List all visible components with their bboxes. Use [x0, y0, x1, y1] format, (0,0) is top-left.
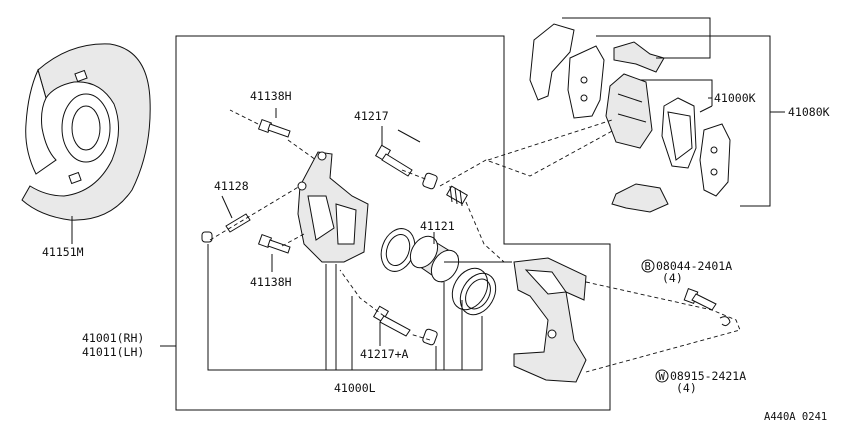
brake-pad-outer: [605, 73, 653, 149]
label-41151M: 41151M: [42, 245, 84, 259]
shim-inner: [699, 123, 731, 197]
label-41217: 41217: [354, 109, 389, 123]
label-41138H-top: 41138H: [250, 89, 292, 103]
brake-pad-inner: [661, 97, 697, 169]
washer-marker: W: [659, 371, 666, 383]
leader-lines: [207, 129, 512, 371]
caliper-assembly-frame: [175, 35, 611, 411]
label-washer-qty: (4): [676, 381, 697, 395]
pad-clip-bottom: [611, 183, 669, 213]
mounting-bolt: [683, 288, 717, 311]
guide-pin-41217: [374, 126, 413, 177]
torque-member-bracket: [513, 257, 587, 383]
bleeder-screw-41128: [201, 195, 251, 243]
label-41000K: 41000K: [714, 91, 756, 105]
piston-seal: [380, 228, 416, 272]
guide-bolt-41138H-bottom: [257, 233, 291, 272]
washer-callout: W 08915-2421A (4): [655, 369, 746, 395]
caliper-body: [297, 151, 369, 263]
sleeve-boot-bottom: [422, 328, 438, 370]
label-41000L: 41000L: [334, 381, 376, 395]
label-41128: 41128: [214, 179, 249, 193]
label-41011: 41011(LH): [82, 345, 144, 359]
bolt-callout: B 08044-2401A (4): [641, 259, 732, 285]
label-41080K: 41080K: [788, 105, 830, 119]
label-41121: 41121: [420, 219, 455, 233]
shim-outer-2: [567, 45, 605, 119]
shim-outer-1: [529, 23, 575, 101]
piston-dust-boot: [451, 267, 497, 316]
sleeve-boot-top: [422, 172, 468, 207]
bolt-marker: B: [645, 261, 651, 273]
label-41217A: 41217+A: [360, 347, 409, 361]
piston-41121: [409, 232, 460, 283]
lock-washer: [719, 316, 731, 327]
label-41138H-bottom: 41138H: [250, 275, 292, 289]
guide-bolt-41138H-top: [257, 108, 291, 138]
dust-shield-41151M: [21, 43, 151, 244]
label-41001: 41001(RH): [82, 331, 144, 345]
pad-clip-top: [613, 41, 665, 73]
label-bolt-code: 08044-2401A: [656, 259, 732, 273]
kit-bracket-lines: [562, 17, 785, 207]
reference-code: A440A 0241: [764, 411, 827, 423]
label-bolt-qty: (4): [662, 271, 683, 285]
guide-pin-41217A: [372, 305, 411, 346]
label-washer-code: 08915-2421A: [670, 369, 746, 383]
dashed-guide-lines: [209, 109, 741, 373]
